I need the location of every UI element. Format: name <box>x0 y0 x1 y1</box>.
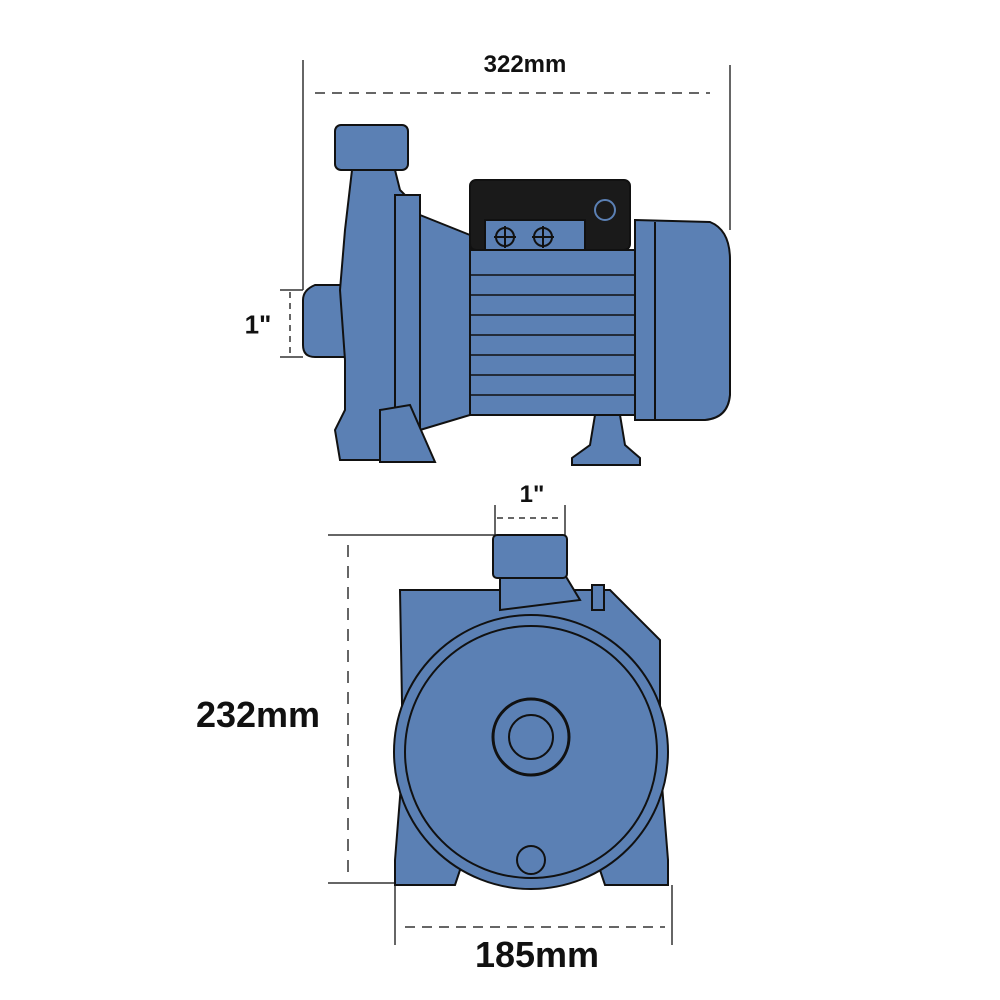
height-dimension-label: 232mm <box>195 694 321 735</box>
width-dimension-label: 185mm <box>474 934 600 975</box>
volute-casing <box>333 169 411 461</box>
casing-foot <box>379 403 437 463</box>
dimension-lines-front <box>328 505 673 945</box>
fan-cover <box>634 218 731 421</box>
outlet-cap <box>334 124 409 171</box>
motor-fins <box>470 274 635 396</box>
motor-body <box>469 249 636 416</box>
length-dimension-label: 322mm <box>483 51 567 78</box>
outlet-size-label: 1" <box>519 481 545 508</box>
terminal-screw-icons <box>494 199 616 248</box>
front-view <box>328 505 673 945</box>
dimension-lines-length <box>280 60 731 358</box>
inlet-size-label: 1" <box>244 309 272 340</box>
outlet-port <box>492 534 568 579</box>
drain-plug <box>516 845 546 875</box>
inlet-nozzle <box>302 284 346 358</box>
side-view <box>280 60 731 466</box>
motor-bracket <box>419 213 471 432</box>
inlet-bore <box>508 714 554 760</box>
motor-foot <box>571 414 641 466</box>
bleed-screw <box>591 584 605 611</box>
